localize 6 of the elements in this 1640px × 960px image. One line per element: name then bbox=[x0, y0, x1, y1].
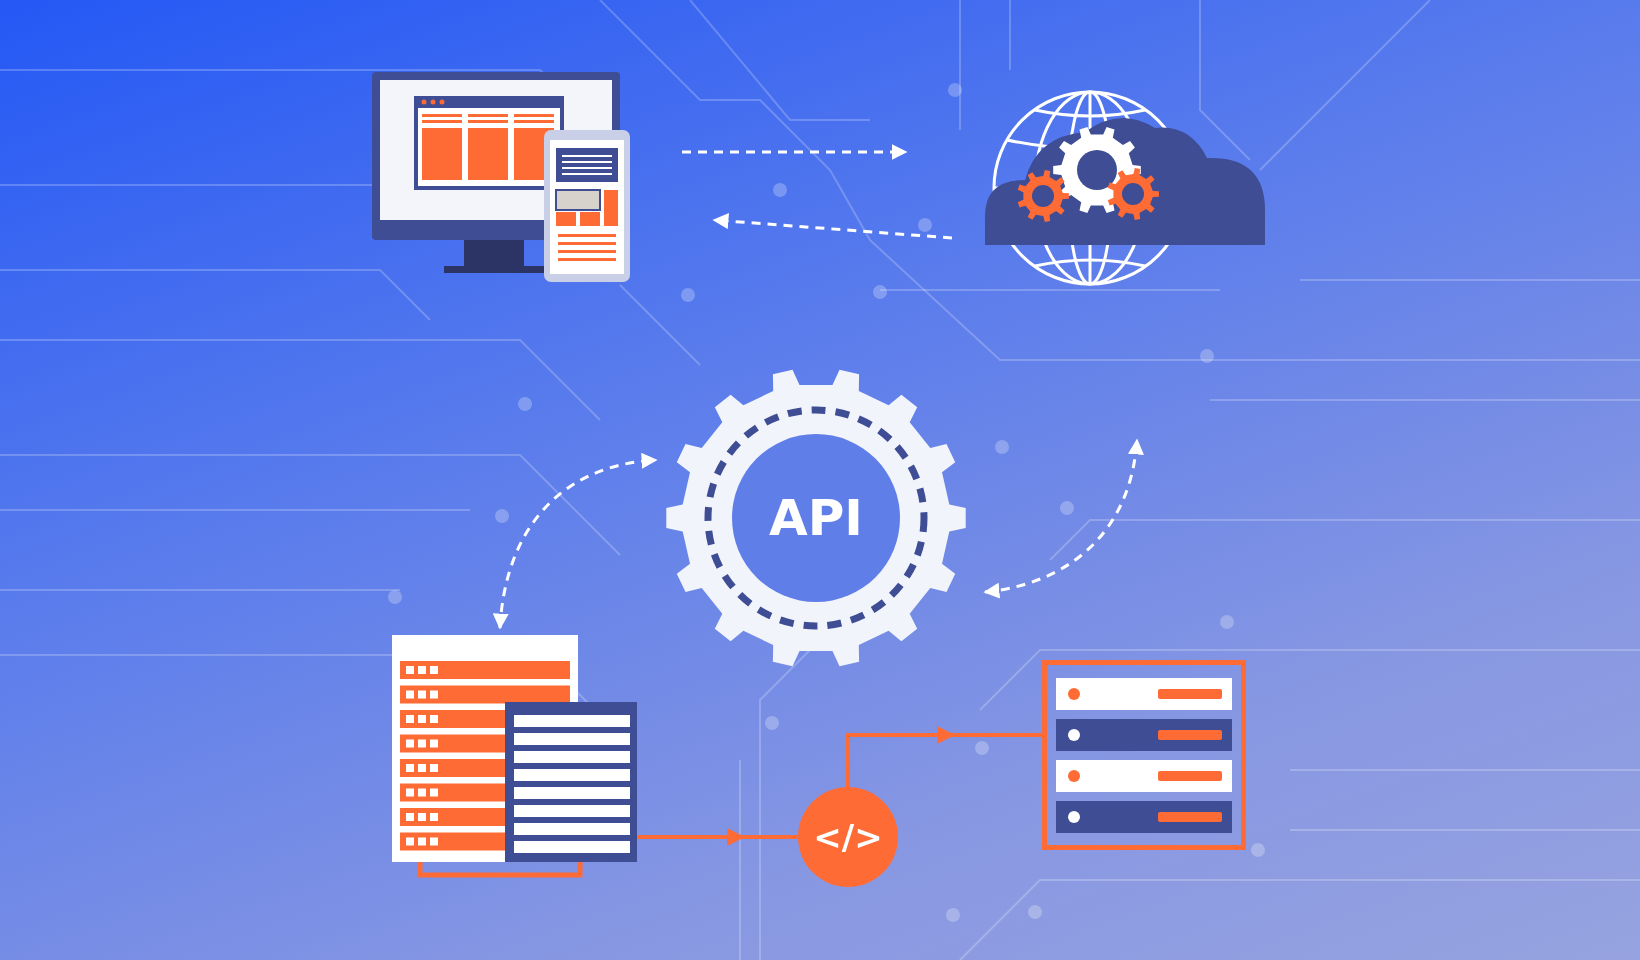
server-drawing bbox=[1042, 660, 1246, 850]
cloud-drawing bbox=[985, 88, 1265, 288]
documents-drawing bbox=[392, 635, 637, 880]
api-gear bbox=[666, 368, 966, 668]
api-label: API bbox=[769, 489, 863, 547]
code-symbol-label: </> bbox=[813, 817, 883, 857]
